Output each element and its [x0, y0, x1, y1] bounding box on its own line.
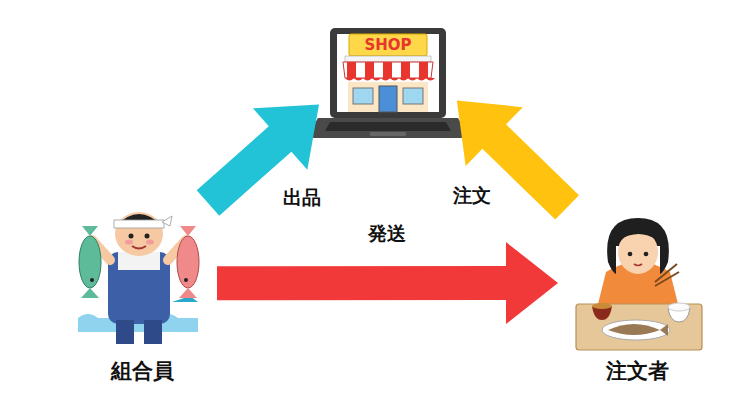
node-label: 組合員 [111, 360, 174, 383]
fisherman [78, 212, 199, 344]
node-label: 注文者 [606, 360, 669, 383]
shop-node: SHOP [322, 28, 454, 140]
node-label: SHOP [364, 37, 411, 54]
flow-arrow [217, 242, 558, 324]
orderer [576, 218, 702, 350]
orderer-node: 注文者 [570, 210, 705, 385]
edge-label: 出品 [280, 186, 324, 209]
edge-label: 注文 [450, 184, 494, 207]
laptop-shop [306, 28, 470, 138]
edge-label: 発送 [365, 222, 409, 245]
member-node: 組合員 [80, 200, 205, 385]
